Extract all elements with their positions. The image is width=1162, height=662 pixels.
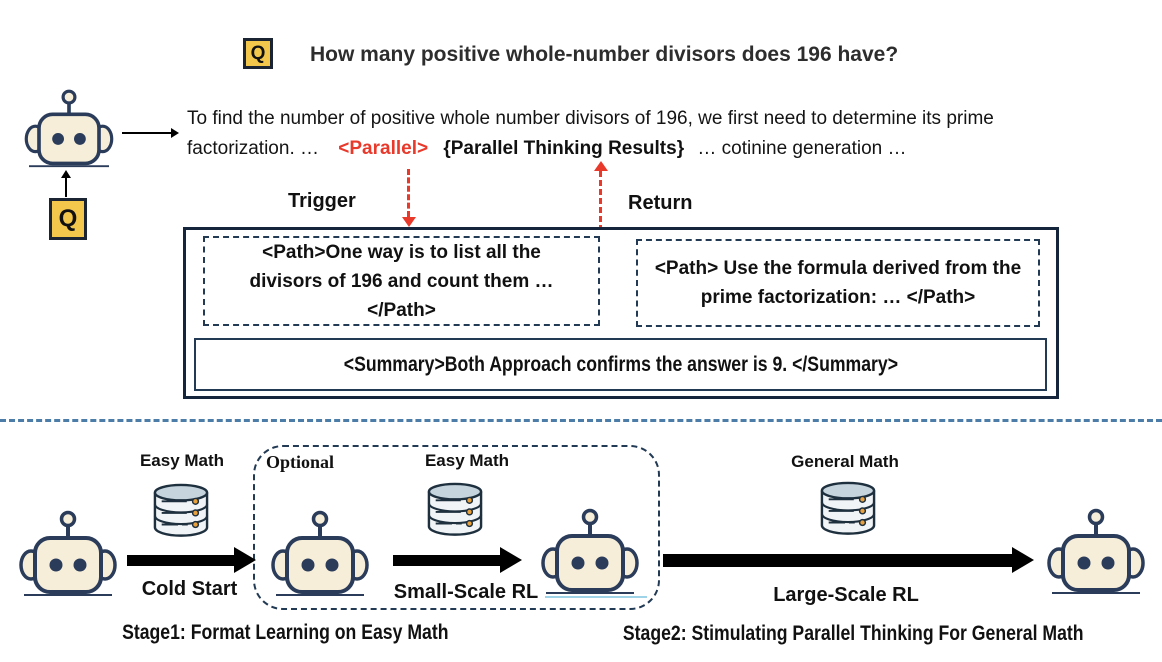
- robot-icon: [19, 510, 117, 596]
- step-label-cold-start: Cold Start: [141, 578, 238, 600]
- q-to-robot-arrowhead-icon: [61, 170, 71, 178]
- step-label-large-scale-rl: Large-Scale RL: [773, 584, 919, 606]
- input-question-badge: Q: [49, 198, 87, 240]
- path1-box: <Path>One way is to list all the divisor…: [203, 236, 600, 326]
- model-response-line2: factorization. … <Parallel> {Parallel Th…: [187, 134, 907, 164]
- large-scale-rl-arrow: [663, 554, 1013, 567]
- path1-text: <Path>One way is to list all the divisor…: [249, 241, 554, 321]
- path2-text: <Path> Use the formula derived from the …: [654, 258, 1022, 308]
- response-prefix: factorization. …: [187, 138, 319, 159]
- robot-icon: [1047, 508, 1145, 594]
- question-badge-letter: Q: [250, 42, 266, 64]
- optional-label: Optional: [266, 452, 335, 472]
- small-scale-rl-arrow: [393, 555, 501, 566]
- stage2-caption: Stage2: Stimulating Parallel Thinking Fo…: [553, 622, 1153, 646]
- robot-to-text-arrow: [122, 132, 172, 134]
- large-scale-rl-arrowhead-icon: [1012, 547, 1034, 573]
- response-suffix: … cotinine generation …: [697, 138, 907, 159]
- optional-stage-box: [253, 445, 660, 610]
- parallel-results-placeholder: {Parallel Thinking Results}: [443, 138, 685, 159]
- robot-highlight-underline: [545, 596, 647, 598]
- return-label: Return: [628, 192, 693, 214]
- stage2-caption-text: Stage2: Stimulating Parallel Thinking Fo…: [622, 622, 1084, 645]
- trigger-arrow-line: [407, 169, 410, 217]
- cold-start-arrowhead-icon: [234, 547, 256, 573]
- section-divider: [0, 419, 1162, 422]
- database-icon: [820, 481, 876, 535]
- return-arrow-line: [599, 171, 602, 231]
- dataset-label-general-math: General Math: [791, 452, 899, 471]
- parallel-open-tag: <Parallel>: [338, 138, 429, 159]
- database-icon: [427, 482, 483, 536]
- robot-to-text-arrowhead-icon: [171, 128, 179, 138]
- stage1-caption-text: Stage1: Format Learning on Easy Math: [121, 621, 449, 644]
- small-scale-rl-arrowhead-icon: [500, 547, 522, 573]
- model-response-line1: To find the number of positive whole num…: [187, 108, 994, 129]
- return-arrowhead-icon: [594, 161, 608, 171]
- robot-icon: [541, 508, 639, 594]
- parallel-thinking-container: [183, 227, 1059, 399]
- trigger-arrowhead-icon: [402, 217, 416, 227]
- step-label-small-scale-rl: Small-Scale RL: [393, 581, 539, 603]
- trigger-label: Trigger: [288, 190, 356, 212]
- q-to-robot-arrow: [65, 177, 67, 197]
- question-text: How many positive whole-number divisors …: [310, 43, 899, 66]
- robot-icon: [271, 510, 369, 596]
- summary-box: <Summary>Both Approach confirms the answ…: [194, 338, 1047, 391]
- dataset-label-easy-math-1: Easy Math: [139, 451, 225, 470]
- input-question-badge-letter: Q: [58, 205, 78, 232]
- stage1-caption: Stage1: Format Learning on Easy Math: [75, 621, 495, 645]
- robot-icon: [24, 89, 114, 168]
- path2-box: <Path> Use the formula derived from the …: [636, 239, 1040, 327]
- question-badge: Q: [243, 38, 273, 69]
- database-icon: [153, 483, 209, 537]
- summary-text: <Summary>Both Approach confirms the answ…: [343, 352, 898, 376]
- dataset-label-easy-math-2: Easy Math: [424, 451, 510, 470]
- cold-start-arrow: [127, 555, 235, 566]
